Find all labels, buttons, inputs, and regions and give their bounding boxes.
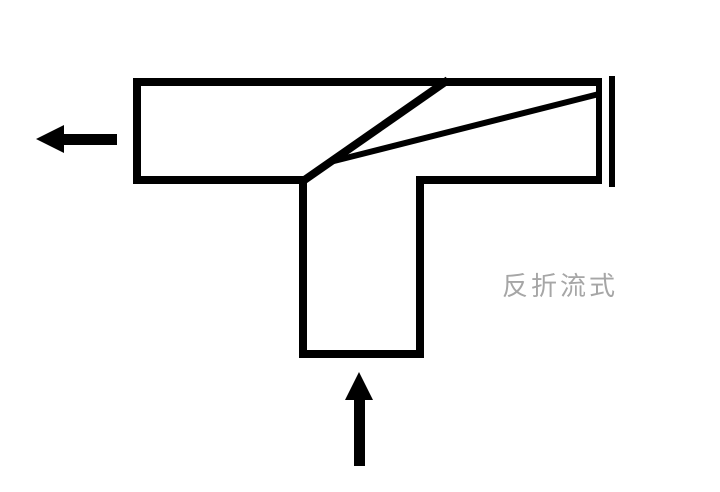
up-arrow (345, 372, 373, 466)
baffle-diagonal-line (300, 76, 451, 185)
tee-duct-outline (133, 78, 600, 358)
baffle-channel-line (329, 91, 600, 165)
flow-type-label: 反折流式 (502, 272, 619, 302)
left-arrow (36, 125, 117, 153)
